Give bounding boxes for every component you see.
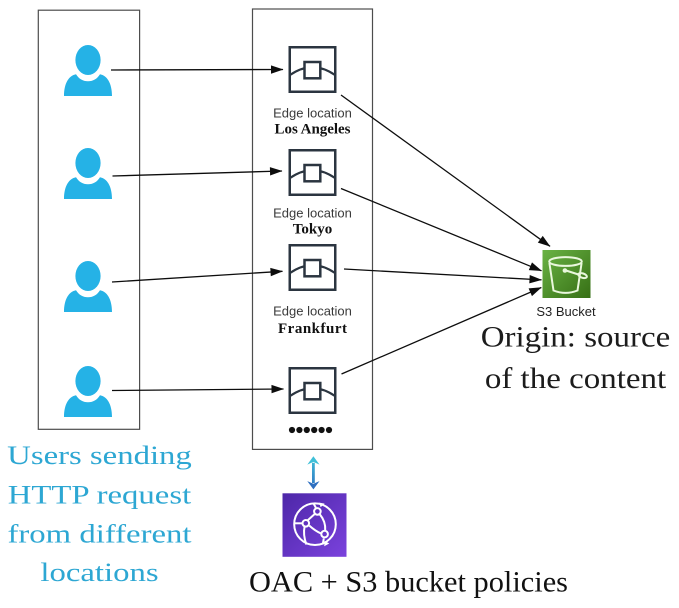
svg-text:OAC + S3 bucket policies: OAC + S3 bucket policies (249, 566, 568, 599)
svg-text:Origin: source: Origin: source (481, 320, 671, 353)
svg-text:Edge location: Edge location (273, 304, 352, 319)
svg-text:Edge location: Edge location (273, 106, 352, 121)
svg-text:from different: from different (8, 521, 193, 549)
svg-text:S3 Bucket: S3 Bucket (536, 304, 596, 319)
svg-text:Edge location: Edge location (273, 206, 352, 221)
svg-text:of the content: of the content (485, 361, 667, 394)
svg-text:Tokyo: Tokyo (293, 222, 332, 238)
svg-text:locations: locations (40, 559, 158, 587)
svg-text:Los Angeles: Los Angeles (275, 122, 351, 138)
svg-text:Users sending: Users sending (7, 442, 192, 470)
svg-text:Frankfurt: Frankfurt (278, 321, 347, 337)
svg-text:HTTP request: HTTP request (8, 482, 192, 510)
